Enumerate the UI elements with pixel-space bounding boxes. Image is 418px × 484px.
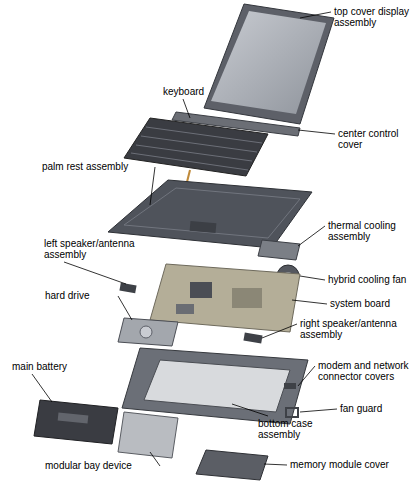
leader-line (64, 262, 126, 284)
leader-line (292, 300, 327, 304)
connector-cover (284, 383, 296, 389)
part-label: bottom case assembly (258, 418, 342, 440)
part-label: system board (330, 298, 410, 309)
part-label: center control cover (338, 128, 410, 150)
memory-cover (196, 450, 268, 480)
leader-line (264, 464, 287, 465)
fan-guard-part (286, 408, 298, 417)
leader-line (262, 324, 297, 338)
part-label: palm rest assembly (42, 161, 152, 172)
leader-line (232, 404, 268, 416)
part-label: modular bay device (45, 460, 157, 471)
hard-drive-part (118, 318, 178, 346)
leader-line (300, 276, 325, 280)
thermal-plate (258, 240, 300, 260)
modular-bay (118, 412, 178, 458)
leader-line (118, 296, 132, 320)
right-speaker (243, 332, 262, 343)
bottom-case (122, 348, 308, 424)
leader-line (298, 366, 315, 386)
leader-line (150, 452, 160, 466)
display-lid (204, 4, 334, 124)
part-label: left speaker/antenna assembly (44, 238, 156, 260)
part-label: top cover display assembly (334, 6, 414, 28)
leader-line (298, 130, 335, 134)
leader-line (298, 226, 325, 246)
leader-line (300, 409, 337, 412)
leader-line (183, 99, 190, 118)
part-label: keyboard (163, 86, 223, 97)
part-label: hybrid cooling fan (328, 274, 414, 285)
part-label: right speaker/antenna assembly (300, 318, 412, 340)
part-label: main battery (12, 361, 82, 372)
part-label: modem and network connector covers (318, 360, 414, 382)
leader-line (300, 12, 331, 18)
keyboard-part (124, 118, 268, 186)
leader-line (32, 374, 52, 402)
palm-rest (108, 180, 312, 248)
part-label: hard drive (45, 290, 115, 301)
part-label: thermal cooling assembly (328, 220, 412, 242)
left-speaker (119, 283, 136, 294)
battery-part (34, 400, 118, 444)
leader-line (150, 167, 155, 205)
part-label: fan guard (340, 403, 410, 414)
part-label: memory module cover (290, 459, 410, 470)
